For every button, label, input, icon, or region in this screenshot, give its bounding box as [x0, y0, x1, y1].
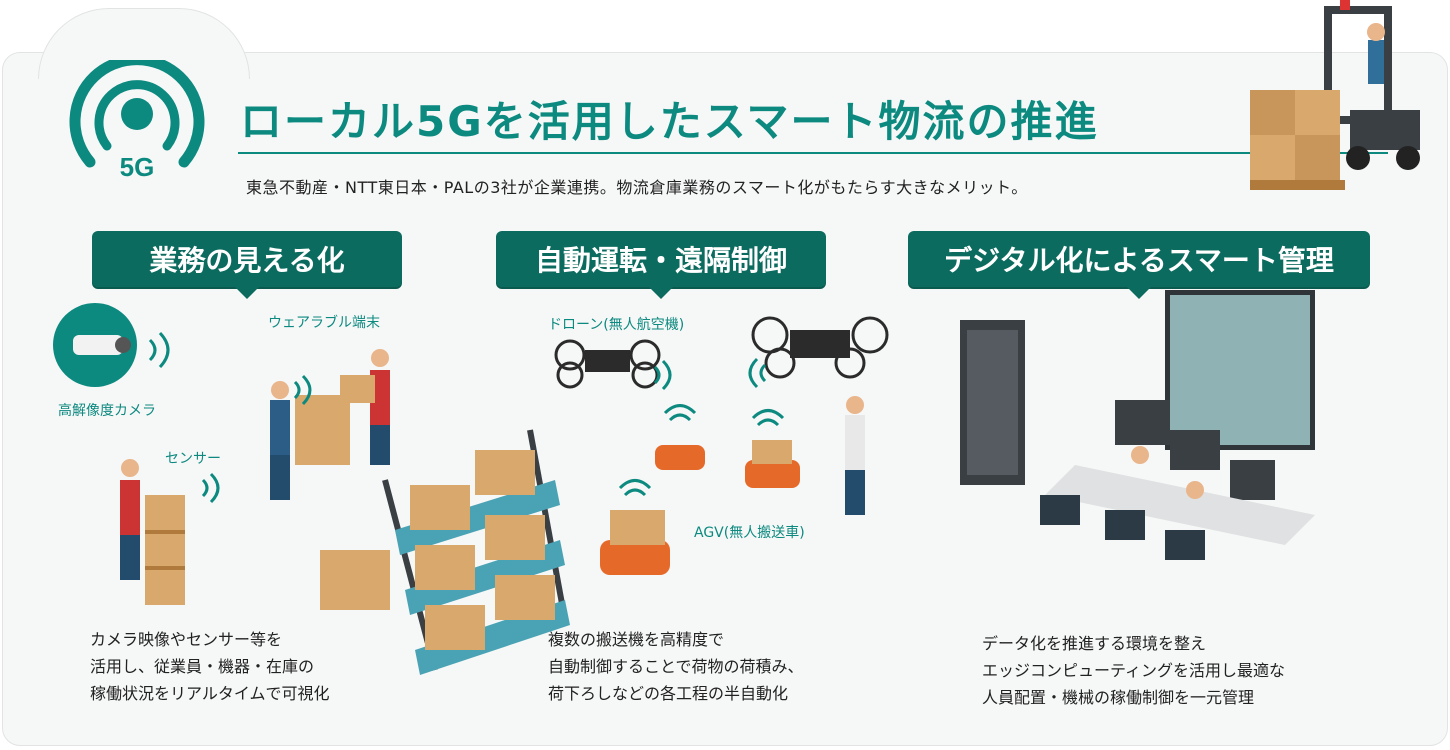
- forklift-illustration: [1250, 0, 1420, 190]
- 5g-signal-icon: 5G: [69, 60, 205, 182]
- logo-tab: [38, 8, 250, 79]
- description-line: 荷下ろしなどの各工程の半自動化: [548, 684, 789, 703]
- section-heading-visibility: 業務の見える化: [92, 231, 402, 299]
- label-drone: ドローン(無人航空機): [548, 317, 685, 333]
- description-line: 人員配置・機械の稼働制御を一元管理: [982, 688, 1255, 707]
- description-line: 活用し、従業員・機器・在庫の: [90, 657, 315, 676]
- description-digital: データ化を推進する環境を整え エッジコンピューティングを活用し最適な 人員配置・…: [982, 630, 1285, 711]
- description-visibility: カメラ映像やセンサー等を 活用し、従業員・機器・在庫の 稼働状況をリアルタイムで…: [90, 626, 330, 707]
- label-wearable: ウェアラブル端末: [268, 315, 380, 331]
- logo-text: 5G: [120, 152, 155, 182]
- description-line: 稼働状況をリアルタイムで可視化: [90, 684, 330, 703]
- section-heading-digital: デジタル化によるスマート管理: [908, 231, 1370, 299]
- label-camera: 高解像度カメラ: [58, 403, 156, 419]
- description-line: データ化を推進する環境を整え: [982, 634, 1207, 653]
- automation-illustration: [554, 316, 889, 575]
- title-divider: [238, 152, 1388, 154]
- section-heading-automation: 自動運転・遠隔制御: [496, 231, 826, 299]
- warehouse-visibility-illustration: [53, 303, 570, 675]
- description-line: カメラ映像やセンサー等を: [90, 630, 283, 649]
- description-automation: 複数の搬送機を高精度で 自動制御することで荷物の荷積み、 荷下ろしなどの各工程の…: [548, 626, 804, 707]
- control-room-illustration: [960, 290, 1315, 560]
- label-sensor: センサー: [165, 451, 221, 467]
- description-line: エッジコンピューティングを活用し最適な: [982, 661, 1286, 680]
- description-line: 自動制御することで荷物の荷積み、: [548, 657, 804, 676]
- label-agv: AGV(無人搬送車): [694, 525, 805, 541]
- page-subtitle: 東急不動産・NTT東日本・PALの3社が企業連携。物流倉庫業務のスマート化がもた…: [246, 178, 1028, 197]
- page-title: ローカル5Gを活用したスマート物流の推進: [240, 97, 1099, 146]
- description-line: 複数の搬送機を高精度で: [548, 630, 725, 649]
